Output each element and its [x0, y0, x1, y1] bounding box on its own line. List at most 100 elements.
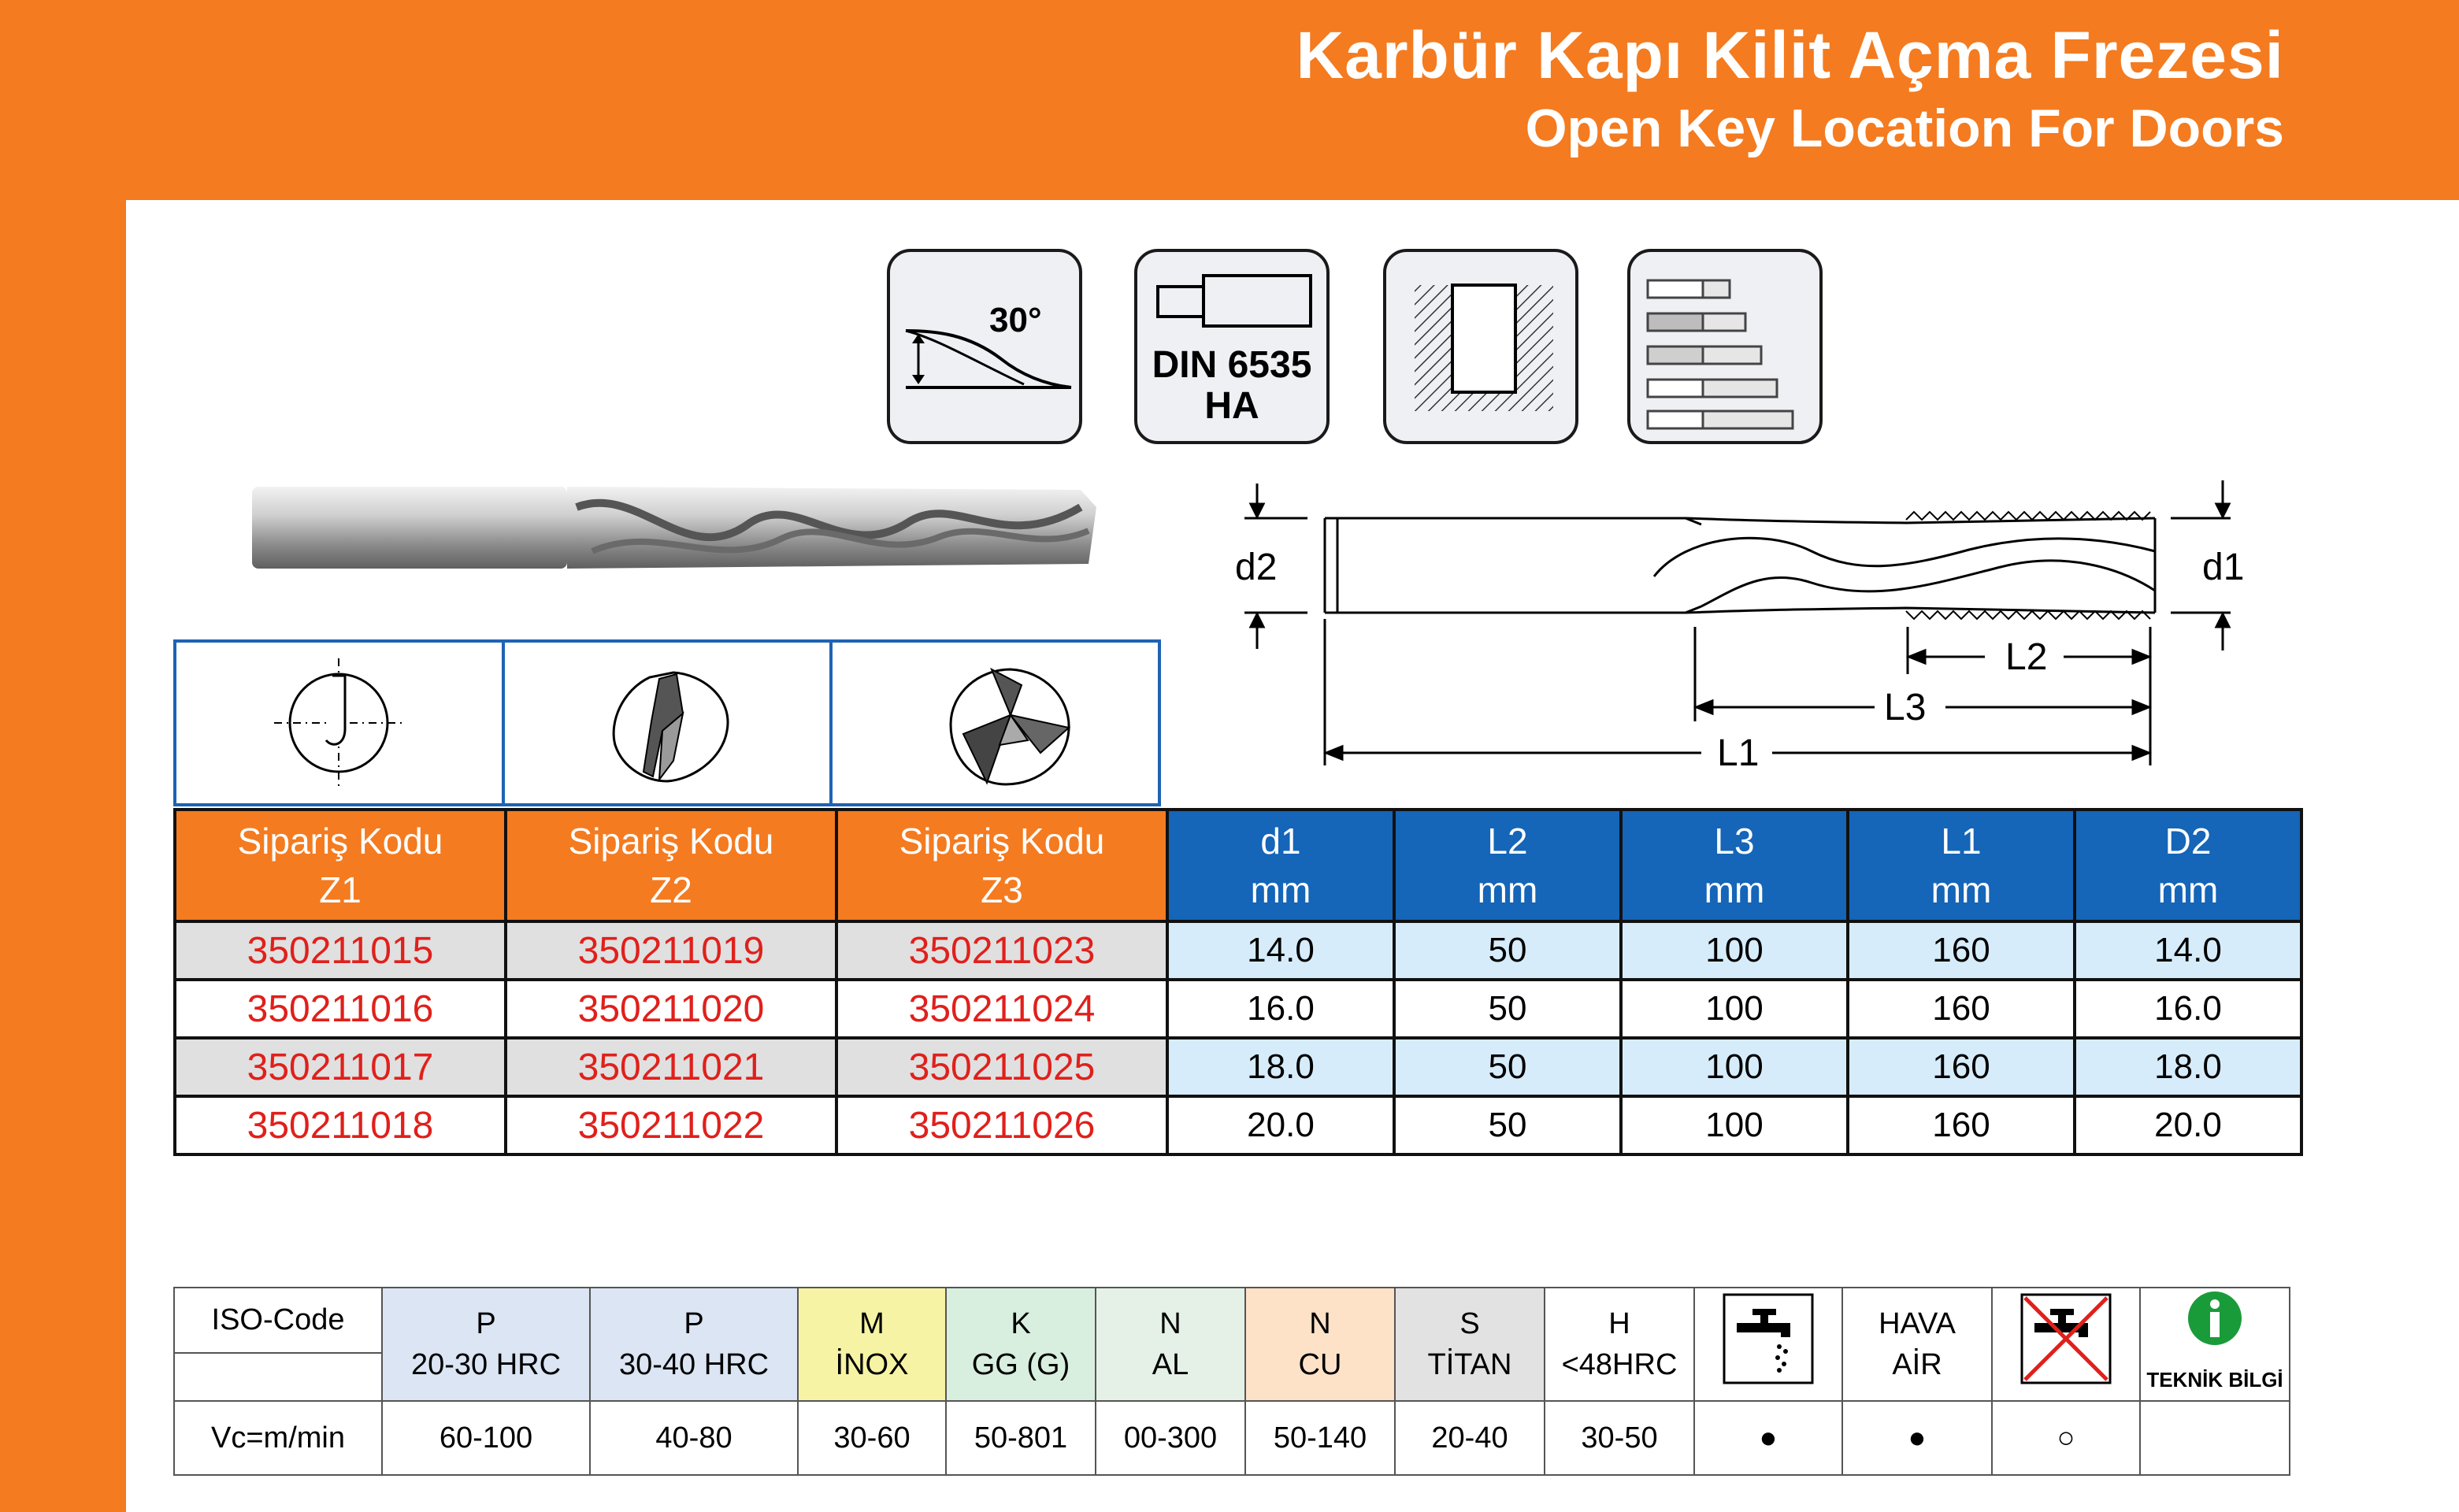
tool-range-icon	[1627, 249, 1823, 444]
header-sub: mm	[2157, 869, 2219, 910]
coolant-tap-icon	[1723, 1293, 1814, 1384]
helix-angle-label: 30°	[989, 301, 1042, 339]
air-label-en: AİR	[1892, 1348, 1942, 1381]
order-code-cell: 350211021	[504, 1036, 838, 1098]
l1-cell: 160	[1846, 1095, 2076, 1156]
header-sub: Z3	[981, 869, 1023, 910]
l3-cell: 100	[1619, 920, 1849, 981]
air-indicator: ●	[1841, 1400, 1993, 1476]
din-shank-icon: DIN 6535 HA	[1134, 249, 1330, 444]
iso-letter: P	[476, 1307, 496, 1340]
d2-cell: 16.0	[2073, 978, 2303, 1040]
l2-label: L2	[2005, 636, 2047, 678]
l3-cell: 100	[1619, 1095, 1849, 1156]
iso-letter: P	[684, 1307, 704, 1340]
d1-label: d1	[2202, 547, 2244, 588]
iso-material: 20-30 HRC	[410, 1348, 562, 1381]
d1-cell: 18.0	[1166, 1036, 1396, 1098]
header-sub: mm	[1930, 869, 1992, 910]
tool-photo	[246, 476, 1096, 582]
l3-cell: 100	[1619, 1036, 1849, 1098]
header-banner: Karbür Kapı Kilit Açma Frezesi Open Key …	[0, 0, 2459, 200]
iso-code-label: ISO-Code	[173, 1287, 383, 1354]
order-code-cell: 350211024	[835, 978, 1169, 1040]
d2-cell: 20.0	[2073, 1095, 2303, 1156]
order-code-cell: 350211025	[835, 1036, 1169, 1098]
page-title: Karbür Kapı Kilit Açma Frezesi	[1296, 18, 2284, 92]
vc-value: 40-80	[589, 1400, 799, 1476]
no-coolant-icon	[2020, 1293, 2112, 1384]
helix-angle-icon: 30°	[887, 249, 1082, 444]
coolant-indicator: ●	[1693, 1400, 1843, 1476]
two-flute-profile-icon	[505, 643, 833, 803]
din-standard-label: DIN 6535	[1152, 344, 1312, 386]
iso-letter: N	[1159, 1307, 1181, 1340]
header-label: D2	[2164, 821, 2212, 862]
flute-profiles	[173, 639, 1161, 806]
d2-cell: 18.0	[2073, 1036, 2303, 1098]
table-row: 350211015 350211019 350211023 14.0 50 10…	[173, 920, 2303, 981]
iso-material: TİTAN	[1427, 1348, 1512, 1381]
iso-row-spacer	[173, 1351, 2290, 1403]
vc-row: Vc=m/min 60-100 40-80 30-60 50-801 00-30…	[173, 1400, 2290, 1476]
header-label: Sipariş Kodu	[237, 821, 443, 862]
info-label: TEKNİK BİLGİ	[2146, 1368, 2283, 1392]
vc-value: 50-140	[1244, 1400, 1396, 1476]
l3-label: L3	[1884, 687, 1926, 728]
iso-material: 30-40 HRC	[618, 1348, 770, 1381]
header-d2: D2 mm	[2073, 808, 2303, 923]
single-flute-profile-icon	[176, 643, 505, 803]
header-label: L1	[1941, 821, 1982, 862]
iso-col-h: H <48HRC	[1544, 1287, 1695, 1402]
three-flute-profile-icon	[833, 643, 1158, 803]
header-sub: Z1	[319, 869, 362, 910]
iso-letter: N	[1309, 1307, 1331, 1340]
l3-cell: 100	[1619, 978, 1849, 1040]
header-l2: L2 mm	[1393, 808, 1623, 923]
d2-cell: 14.0	[2073, 920, 2303, 981]
iso-material: AL	[1152, 1348, 1189, 1381]
page-subtitle: Open Key Location For Doors	[1525, 98, 2284, 158]
vc-value: 30-60	[797, 1400, 947, 1476]
order-code-cell: 350211015	[173, 920, 507, 981]
order-code-cell: 350211023	[835, 920, 1169, 981]
iso-material: CU	[1298, 1348, 1342, 1381]
l1-label: L1	[1717, 732, 1759, 774]
d1-cell: 14.0	[1166, 920, 1396, 981]
slot-pocket-icon	[1383, 249, 1578, 444]
l2-cell: 50	[1393, 920, 1623, 981]
order-code-cell: 350211017	[173, 1036, 507, 1098]
dry-icon-cell	[1991, 1287, 2141, 1402]
vc-value: 00-300	[1095, 1400, 1246, 1476]
iso-letter: H	[1608, 1307, 1630, 1340]
header-sub: mm	[1477, 869, 1538, 910]
order-code-cell: 350211019	[504, 920, 838, 981]
order-code-cell: 350211020	[504, 978, 838, 1040]
header-sub: Z2	[650, 869, 692, 910]
iso-material: GG (G)	[971, 1348, 1070, 1381]
iso-col-n-al: N AL	[1095, 1287, 1246, 1402]
header-label: Sipariş Kodu	[568, 821, 774, 862]
left-accent-bar	[0, 0, 126, 1512]
iso-col-p1: P 20-30 HRC	[381, 1287, 591, 1402]
table-row: 350211018 350211022 350211026 20.0 50 10…	[173, 1095, 2303, 1156]
info-cell: TEKNİK BİLGİ	[2139, 1287, 2290, 1402]
header-label: L2	[1487, 821, 1528, 862]
din-type-label: HA	[1204, 385, 1259, 427]
table-row: 350211016 350211020 350211024 16.0 50 10…	[173, 978, 2303, 1040]
header-label: d1	[1260, 821, 1301, 862]
vc-value: 20-40	[1394, 1400, 1545, 1476]
d1-cell: 20.0	[1166, 1095, 1396, 1156]
iso-material: <48HRC	[1561, 1348, 1678, 1381]
vc-value: 50-801	[945, 1400, 1096, 1476]
l1-cell: 160	[1846, 920, 2076, 981]
